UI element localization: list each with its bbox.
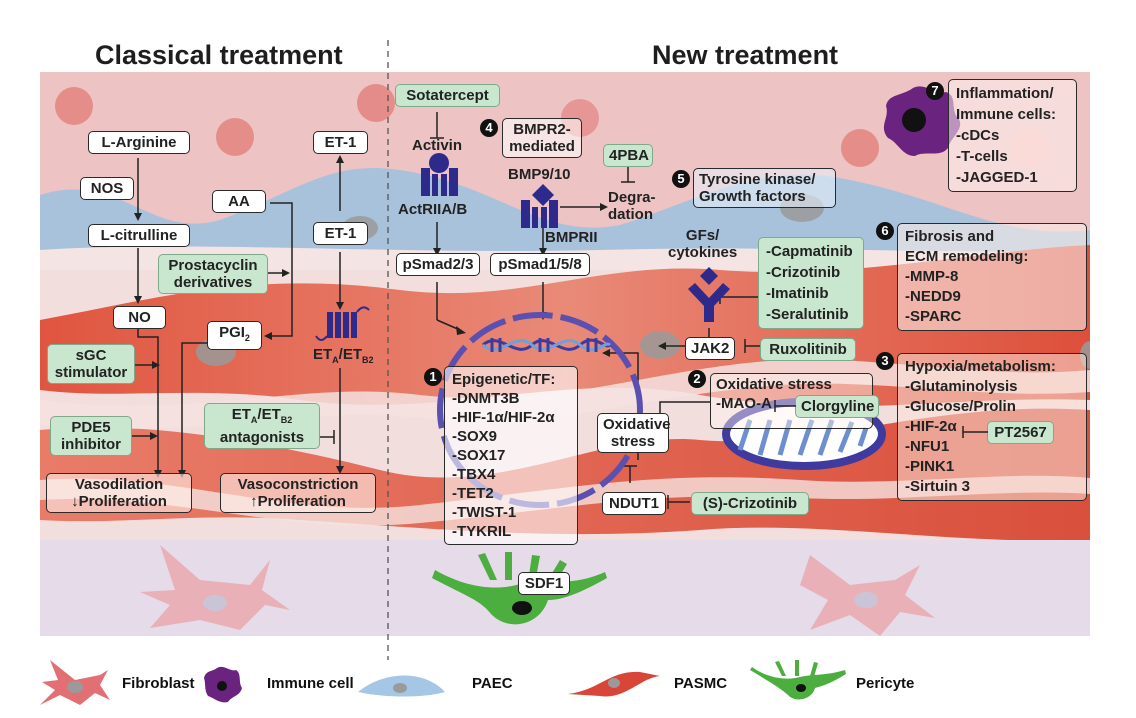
psmad1-5-8-box: pSmad1/5/8 bbox=[490, 253, 590, 276]
bmprii-label: BMPRII bbox=[545, 229, 598, 246]
inhibition-line-hif2a bbox=[962, 426, 988, 438]
bmpr2-mediated-box: BMPR2-mediated bbox=[502, 118, 582, 158]
degradation-label: Degra-dation bbox=[608, 189, 656, 223]
legend-immune-cell-label: Immune cell bbox=[267, 675, 354, 692]
oxidative-stress-panel: Oxidative stress -MAO-A bbox=[710, 373, 873, 429]
legend-immune-cell-icon bbox=[204, 666, 242, 703]
legend-fibroblast-label: Fibroblast bbox=[122, 675, 195, 692]
badge-4: 4 bbox=[480, 119, 498, 137]
4pba-drug: 4PBA bbox=[603, 144, 653, 167]
tyrosine-kinase-box: Tyrosine kinase/Growth factors bbox=[693, 168, 836, 208]
badge-7: 7 bbox=[926, 82, 944, 100]
epigenetic-tf-box: Epigenetic/TF:-DNMT3B-HIF-1α/HIF-2α-SOX9… bbox=[444, 366, 578, 545]
legend-pericyte-label: Pericyte bbox=[856, 675, 915, 692]
legend-pasmc-label: PASMC bbox=[674, 675, 728, 692]
heading-new-treatment: New treatment bbox=[652, 40, 839, 70]
actriia-b-label: ActRIIA/B bbox=[398, 201, 468, 218]
inflammation-immune-box: Inflammation/Immune cells:-cDCs-T-cells-… bbox=[948, 79, 1077, 192]
clorgyline-drug: Clorgyline bbox=[795, 395, 879, 418]
vasodilation-outcome-box: Vasodilation↓Proliferation bbox=[46, 473, 192, 513]
badge-6: 6 bbox=[876, 222, 894, 240]
actriia-receptor-icon bbox=[421, 153, 458, 196]
legend-paec-label: PAEC bbox=[472, 675, 513, 692]
legend-fibroblast-icon bbox=[40, 660, 110, 705]
l-arginine-box: L-Arginine bbox=[88, 131, 190, 154]
immune-cell-illustration bbox=[883, 86, 961, 156]
eta-etb2-receptor-label: ETA/ETB2 bbox=[313, 346, 374, 365]
legend-pericyte-icon bbox=[750, 660, 846, 700]
nos-box: NOS bbox=[80, 177, 134, 200]
legend-pasmc-icon bbox=[568, 671, 660, 697]
bmp9-10-label: BMP9/10 bbox=[508, 166, 571, 183]
prostacyclin-derivatives-drug: Prostacyclin derivatives bbox=[158, 254, 268, 294]
aa-box: AA bbox=[212, 190, 266, 213]
psmad2-3-box: pSmad2/3 bbox=[396, 253, 480, 276]
badge-2: 2 bbox=[688, 370, 706, 388]
badge-1: 1 bbox=[424, 368, 442, 386]
jak2-box: JAK2 bbox=[685, 337, 735, 360]
eta-etb2-antagonists-drug: ETA/ETB2 antagonists bbox=[204, 403, 320, 449]
s-crizotinib-drug: (S)-Crizotinib bbox=[691, 492, 809, 515]
no-box: NO bbox=[113, 306, 166, 329]
et1-top-box: ET-1 bbox=[313, 131, 368, 154]
pt2567-drug: PT2567 bbox=[987, 421, 1054, 444]
et-receptor-icon bbox=[315, 306, 370, 341]
sdf1-box: SDF1 bbox=[518, 572, 570, 595]
activin-label: Activin bbox=[412, 137, 463, 154]
sotatercept-drug: Sotatercept bbox=[395, 84, 500, 107]
l-citrulline-box: L-citrulline bbox=[88, 224, 190, 247]
tki-drugs-box: -Capmatinib-Crizotinib-Imatinib-Seraluti… bbox=[758, 237, 864, 329]
gfs-cytokines-label: GFs/cytokines bbox=[668, 227, 738, 261]
heading-classical-treatment: Classical treatment bbox=[95, 40, 343, 70]
badge-3: 3 bbox=[876, 352, 894, 370]
dna-icon bbox=[482, 338, 612, 352]
vasoconstriction-outcome-box: Vasoconstriction↑Proliferation bbox=[220, 473, 376, 513]
ruxolitinib-drug: Ruxolitinib bbox=[760, 338, 856, 361]
et1-mid-box: ET-1 bbox=[313, 222, 368, 245]
badge-5: 5 bbox=[672, 170, 690, 188]
ndut1-box: NDUT1 bbox=[602, 492, 666, 515]
pgi2-box: PGI2 bbox=[207, 321, 262, 350]
legend-paec-icon bbox=[358, 675, 445, 697]
bmprii-receptor-icon bbox=[521, 184, 558, 228]
growth-factor-receptor-icon bbox=[688, 267, 730, 322]
inhibition-line-maoa bbox=[774, 400, 796, 412]
mitochondrion-icon bbox=[722, 398, 886, 470]
